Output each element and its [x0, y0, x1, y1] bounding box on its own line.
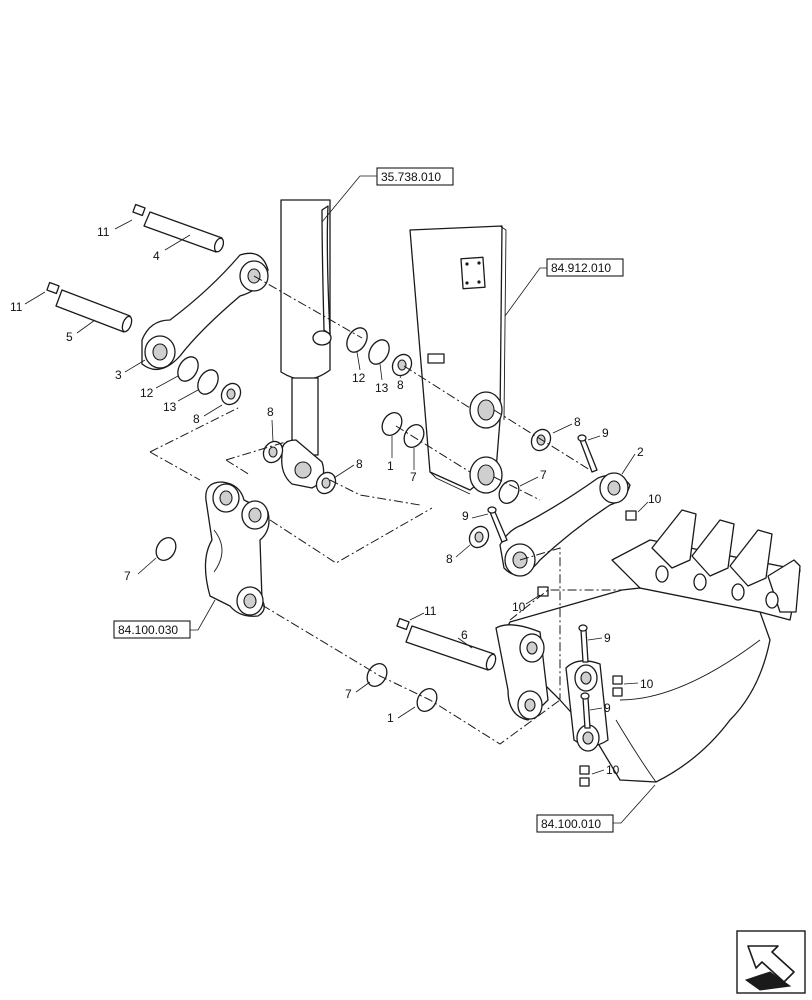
callout-8-d: 8	[397, 378, 404, 392]
callout-5: 5	[66, 330, 73, 344]
callout-9-d: 9	[604, 701, 611, 715]
callout-9-a: 9	[602, 426, 609, 440]
callout-11-a: 11	[97, 225, 110, 239]
callout-7-b: 7	[540, 468, 547, 482]
callout-12-b: 12	[352, 371, 366, 385]
svg-text:84.100.030: 84.100.030	[118, 623, 178, 637]
next-page-button[interactable]	[736, 930, 806, 994]
next-page-arrow-icon	[747, 945, 795, 983]
callout-12-a: 12	[140, 386, 154, 400]
ref-box-84912010[interactable]: 84.912.010	[504, 258, 624, 317]
link-part-3	[141, 252, 269, 371]
callout-10-d: 10	[606, 763, 620, 777]
rings-middle	[346, 327, 425, 448]
pin-6	[396, 617, 497, 671]
link-part-2	[499, 472, 631, 577]
callout-9-c: 9	[604, 631, 611, 645]
callout-8-a: 8	[193, 412, 200, 426]
callout-4: 4	[153, 249, 160, 263]
rings-left	[177, 356, 242, 406]
callout-3: 3	[115, 368, 122, 382]
ref-box-84100010[interactable]: 84.100.010	[536, 784, 656, 833]
boom-arm	[409, 225, 507, 495]
callout-8-c: 8	[356, 457, 363, 471]
ref-box-35738010[interactable]: 35.738.010	[321, 167, 454, 223]
callout-13-a: 13	[163, 400, 177, 414]
callout-7-c: 7	[345, 687, 352, 701]
callout-10-c: 10	[640, 677, 654, 691]
callout-8-f: 8	[446, 552, 453, 566]
callout-11-c: 11	[424, 604, 437, 618]
callout-7-d: 7	[124, 569, 131, 583]
callout-8-b: 8	[267, 405, 274, 419]
hydraulic-cylinder	[280, 199, 332, 489]
callout-10-b: 10	[512, 600, 526, 614]
callout-8-e: 8	[574, 415, 581, 429]
callout-1-a: 1	[387, 459, 394, 473]
callout-7-a: 7	[410, 470, 417, 484]
callout-leaders	[24, 219, 649, 775]
callout-numbers: 11 4 11 5 3 12 13 8 8 8 12 13 8 1 7 8 9 …	[10, 225, 662, 777]
svg-text:35.738.010: 35.738.010	[381, 170, 441, 184]
svg-text:84.912.010: 84.912.010	[551, 261, 611, 275]
callout-6: 6	[461, 628, 468, 642]
ref-box-84100030[interactable]: 84.100.030	[113, 599, 216, 639]
assembly-dashed-lines	[149, 275, 622, 745]
callout-9-b: 9	[462, 509, 469, 523]
pin-5	[46, 281, 133, 333]
callout-13-b: 13	[375, 381, 389, 395]
dogbone-linkage	[204, 481, 270, 617]
callout-2: 2	[637, 445, 644, 459]
callout-10-a: 10	[648, 492, 662, 506]
callout-11-b: 11	[10, 300, 23, 314]
pin-4	[132, 203, 225, 253]
svg-text:84.100.010: 84.100.010	[541, 817, 601, 831]
callout-1-b: 1	[387, 711, 394, 725]
